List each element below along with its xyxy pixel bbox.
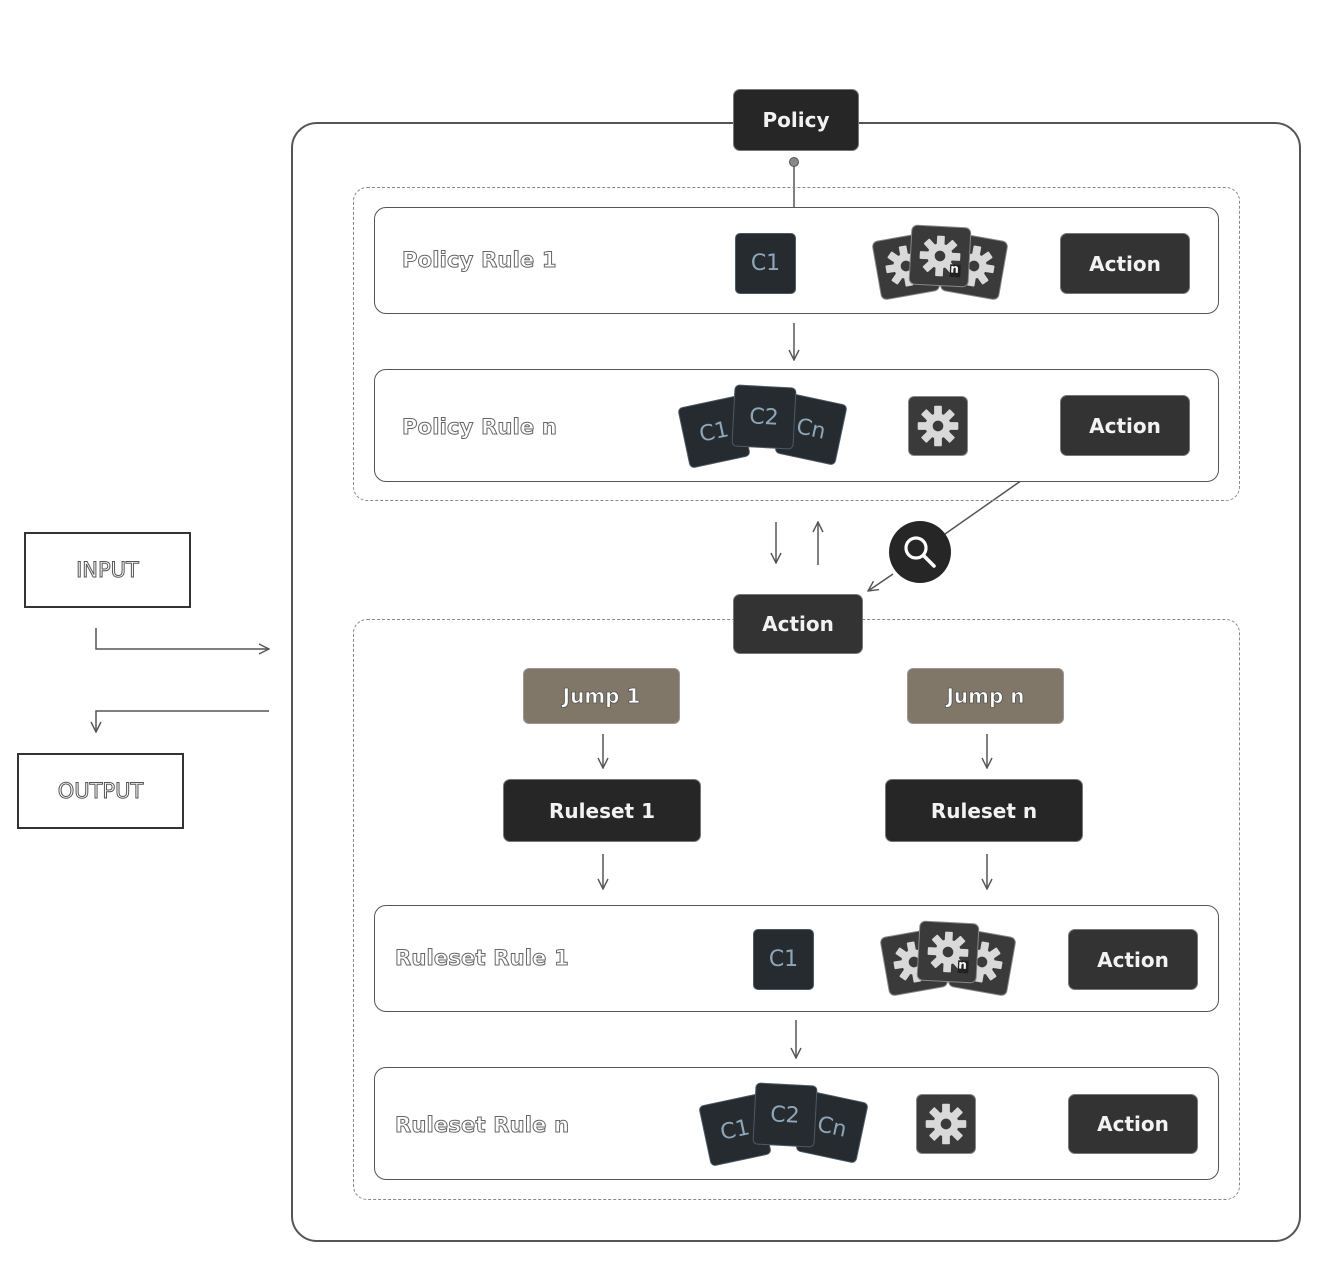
ruleset-rule-1-gear-stack-front: n bbox=[916, 920, 980, 984]
policy-rules-group bbox=[353, 187, 1240, 501]
output-label: OUTPUT bbox=[57, 779, 144, 804]
ruleset-rule-n-condition-c2: C2 bbox=[752, 1082, 818, 1148]
ruleset-n-box: Ruleset n bbox=[885, 779, 1083, 842]
policy-rule-n-action: Action bbox=[1060, 395, 1190, 456]
ruleset-rule-n-action: Action bbox=[1068, 1094, 1198, 1154]
output-box: OUTPUT bbox=[17, 753, 184, 829]
jump-1-box: Jump 1 bbox=[523, 668, 680, 724]
gear-icon bbox=[917, 405, 959, 447]
ruleset-rule-n-gear bbox=[916, 1094, 976, 1154]
gear-icon bbox=[919, 235, 961, 278]
ruleset-rule-1-label: Ruleset Rule 1 bbox=[395, 946, 570, 971]
ruleset-1-box: Ruleset 1 bbox=[503, 779, 701, 842]
search-icon bbox=[904, 536, 936, 568]
ruleset-rule-1-condition-c1: C1 bbox=[753, 929, 814, 990]
input-box: INPUT bbox=[24, 532, 191, 608]
gear-badge: n bbox=[957, 957, 968, 972]
policy-rule-n-label: Policy Rule n bbox=[401, 415, 558, 440]
gear-badge: n bbox=[949, 261, 960, 276]
policy-box: Policy bbox=[733, 89, 859, 151]
policy-rule-1-action: Action bbox=[1060, 233, 1190, 294]
search-node bbox=[889, 521, 951, 583]
policy-rule-n-gear bbox=[908, 396, 968, 456]
jump-n-box: Jump n bbox=[907, 668, 1064, 724]
ruleset-rule-1-action: Action bbox=[1068, 929, 1198, 990]
gear-icon bbox=[925, 1103, 967, 1145]
policy-rule-1-condition-c1: C1 bbox=[735, 233, 796, 294]
policy-rule-1-gear-stack-front: n bbox=[908, 224, 972, 288]
policy-label: Policy bbox=[762, 108, 830, 132]
policy-rule-1-label: Policy Rule 1 bbox=[402, 248, 558, 273]
input-label: INPUT bbox=[76, 558, 140, 583]
ruleset-rule-n-label: Ruleset Rule n bbox=[394, 1113, 570, 1138]
middle-action-box: Action bbox=[733, 594, 863, 654]
gear-icon bbox=[927, 931, 969, 974]
policy-rule-n-condition-c2: C2 bbox=[731, 384, 797, 450]
